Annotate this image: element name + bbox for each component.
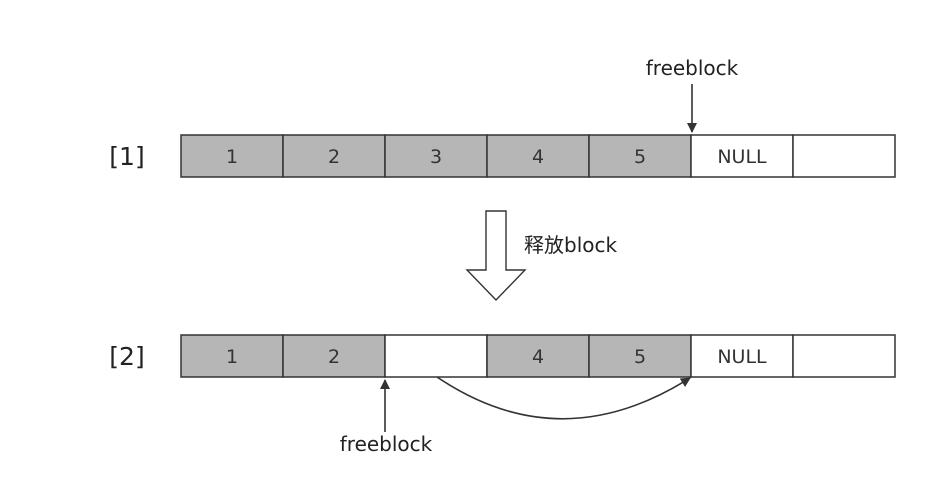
row1-cell-3: 3 (384, 134, 488, 178)
row1-block-list: 1 2 3 4 5 NULL (180, 134, 896, 178)
row2-cell-7 (792, 334, 896, 378)
block-cell-box (180, 134, 284, 178)
block-cell-box (486, 334, 590, 378)
block-cell-box (384, 334, 488, 378)
row2-block-list: 1 2 4 5 NULL (180, 334, 896, 378)
block-cell-label: 1 (226, 346, 238, 368)
block-cell-label: 5 (634, 146, 646, 168)
block-cell-label: 3 (430, 146, 442, 168)
block-cell-label: 2 (328, 146, 340, 168)
block-cell-label: 1 (226, 146, 238, 168)
down-arrow-icon (465, 210, 527, 302)
row1-cell-4: 4 (486, 134, 590, 178)
release-block-label: 释放block (524, 233, 617, 257)
row2-cell-3 (384, 334, 488, 378)
row1-cell-5: 5 (588, 134, 692, 178)
row2-cell-4: 4 (486, 334, 590, 378)
row2-cell-6: NULL (690, 334, 794, 378)
block-cell-box (792, 134, 896, 178)
row2-cell-1: 1 (180, 334, 284, 378)
free-list-link-arrow (436, 376, 691, 420)
block-cell-label: 5 (634, 346, 646, 368)
row2-cell-5: 5 (588, 334, 692, 378)
block-cell-label: NULL (717, 146, 767, 168)
block-cell-box (384, 134, 488, 178)
block-cell-box (792, 334, 896, 378)
block-cell-box (690, 134, 794, 178)
row2-cell-2: 2 (282, 334, 386, 378)
row1-cell-1: 1 (180, 134, 284, 178)
row1-cell-7 (792, 134, 896, 178)
block-cell-box (690, 334, 794, 378)
block-cell-label: NULL (717, 346, 767, 368)
row2-freeblock-label: freeblock (340, 432, 433, 456)
row1-label: [1] (109, 142, 144, 171)
row2-label: [2] (109, 342, 144, 371)
block-cell-label: 2 (328, 346, 340, 368)
block-cell-box (588, 134, 692, 178)
block-cell-box (282, 134, 386, 178)
row1-cell-6: NULL (690, 134, 794, 178)
block-cell-box (588, 334, 692, 378)
block-cell-label: 4 (532, 346, 544, 368)
row1-cell-2: 2 (282, 134, 386, 178)
block-cell-label: 4 (532, 146, 544, 168)
row1-freeblock-label: freeblock (646, 56, 739, 80)
